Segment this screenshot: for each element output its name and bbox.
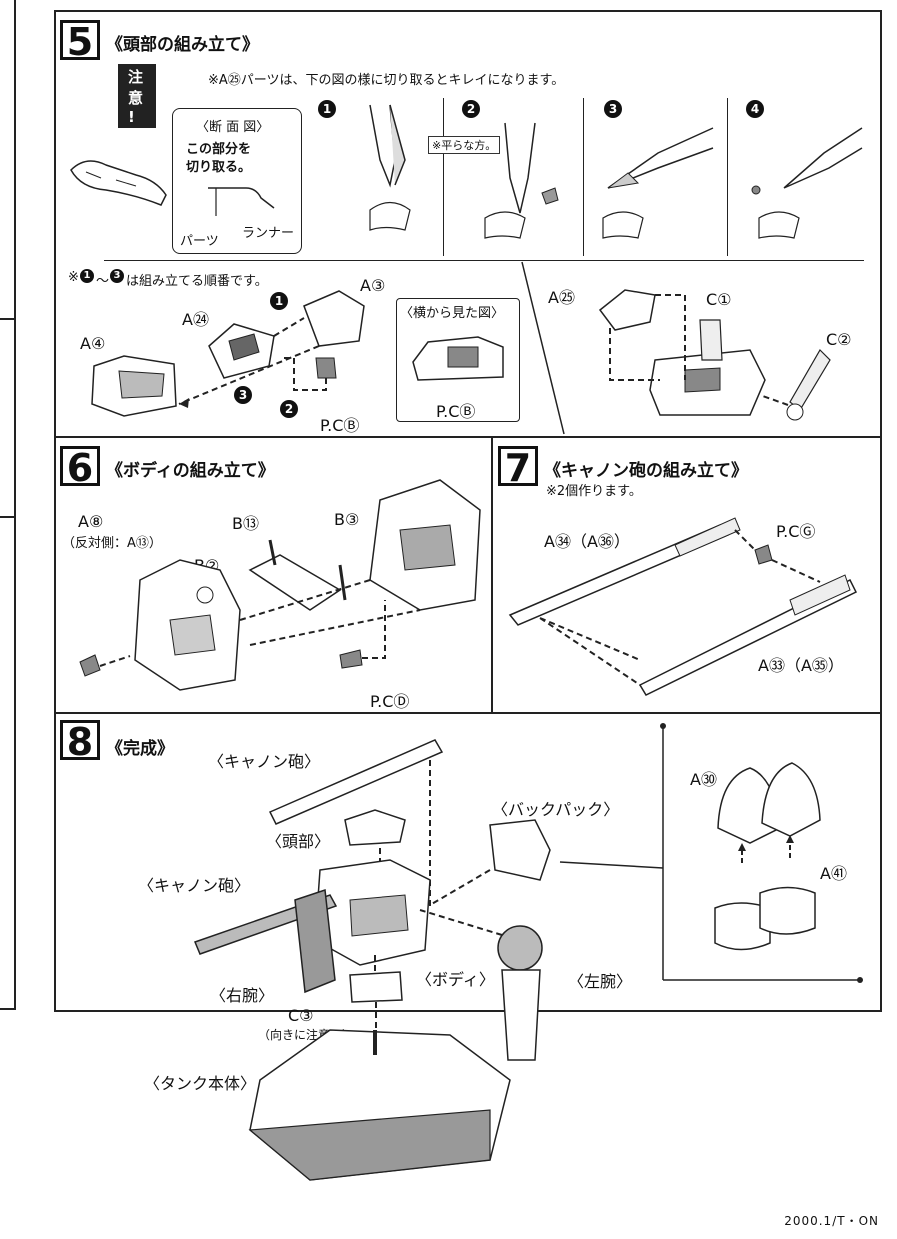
- section-title: 《頭部の組み立て》: [106, 35, 259, 55]
- label-body: 〈ボディ〉: [416, 970, 495, 989]
- inset-bracket: [559, 723, 863, 983]
- part-label-b3: B③: [334, 510, 360, 529]
- step-badge-1: 1: [318, 100, 336, 118]
- part-label-pcg: P.CⒼ: [776, 522, 816, 541]
- runner-label: ランナー: [242, 226, 295, 241]
- print-code: 2000.1/T・ON: [784, 1214, 879, 1228]
- part-label-a8: A⑧: [78, 512, 104, 531]
- part-label-a3: A③: [360, 276, 386, 295]
- step-badge-4: 4: [746, 100, 764, 118]
- step-number-8: 8: [60, 720, 100, 761]
- divider-6-7: [491, 436, 493, 714]
- opposite-side-note: （反対側：A⑬）: [62, 536, 162, 551]
- section-view-line1: この部分を: [186, 142, 252, 157]
- divider-6-8: [54, 712, 882, 714]
- completed-model-illustration: [194, 739, 551, 1181]
- section-title: 《キャノン砲の組み立て》: [544, 461, 748, 481]
- label-a41: A㊶: [820, 864, 847, 883]
- order-note-prefix: ※: [68, 270, 79, 285]
- part-label-c1: C①: [706, 290, 732, 309]
- step-number-5: 5: [60, 20, 100, 61]
- step-number-6: 6: [60, 446, 100, 487]
- step-divider: [443, 98, 444, 256]
- divider-5-inner: [104, 260, 864, 261]
- label-left-arm: 〈左腕〉: [568, 972, 633, 991]
- section-view-line2: 切り取る。: [186, 160, 252, 175]
- head-assembly-illustration: [91, 290, 365, 417]
- part-label-a4: A④: [80, 334, 106, 353]
- section-view-title: 〈断 面 図〉: [196, 120, 270, 135]
- section-title: 《完成》: [106, 739, 174, 759]
- label-right-arm: 〈右腕〉: [210, 986, 275, 1005]
- cannon-assembly-illustration: [508, 517, 858, 696]
- label-backpack: 〈バックパック〉: [492, 800, 620, 819]
- shoulder-parts-illustration: [714, 762, 821, 951]
- order-note-range: ～: [96, 274, 110, 289]
- part-label-b13: B⑬: [232, 514, 259, 533]
- nipper-illustration-3: [602, 127, 714, 239]
- part-label-a24: A㉔: [182, 310, 209, 329]
- divider-5-6: [54, 436, 882, 438]
- assembly-step-1: 1: [270, 292, 288, 310]
- step-badge-2: 2: [462, 100, 480, 118]
- cross-section-diagram: [208, 187, 275, 216]
- order-badge-start: 1: [80, 269, 94, 283]
- left-edge-line: [14, 0, 16, 1010]
- instruction-frame: [54, 10, 882, 1012]
- step-number-7: 7: [498, 446, 538, 487]
- nipper-illustration-2: [484, 122, 559, 239]
- part-label-pcb: P.CⒷ: [320, 416, 360, 435]
- flat-side-note: ※平らな方。: [428, 136, 501, 154]
- left-edge-tick: [0, 516, 16, 518]
- caution-text: ※A㉕パーツは、下の図の様に切り取るとキレイになります。: [208, 73, 565, 88]
- label-head: 〈頭部〉: [266, 832, 331, 851]
- side-view-title: 〈横から見た図〉: [400, 306, 505, 321]
- left-edge-tick: [0, 1008, 16, 1010]
- sprue-part-illustration: [70, 160, 167, 206]
- assembly-step-2: 2: [280, 400, 298, 418]
- parts-label: パーツ: [180, 234, 219, 249]
- nipper-illustration-4: [751, 127, 863, 239]
- label-cannon-left: 〈キャノン砲〉: [138, 876, 251, 895]
- label-cannon-top: 〈キャノン砲〉: [208, 752, 321, 771]
- step-divider: [727, 98, 728, 256]
- side-view-pcb: P.CⒷ: [436, 402, 476, 421]
- head-final-illustration: [598, 289, 831, 421]
- diagonal-divider: [521, 261, 565, 435]
- label-c3: C③: [288, 1006, 314, 1025]
- step-divider: [583, 98, 584, 256]
- make-two-note: ※2個作ります。: [546, 484, 642, 499]
- side-view-illustration: [412, 336, 504, 381]
- body-assembly-illustration: [79, 479, 481, 691]
- part-label-a34: A㉞（A㊱）: [544, 532, 630, 551]
- assembly-step-3: 3: [234, 386, 252, 404]
- label-a30: A㉚: [690, 770, 717, 789]
- part-label-pcd: P.CⒹ: [370, 692, 410, 711]
- section-title: 《ボディの組み立て》: [106, 461, 275, 481]
- order-badge-end: 3: [110, 269, 124, 283]
- caution-badge: 注 意 !: [118, 64, 157, 128]
- label-tank: 〈タンク本体〉: [144, 1074, 257, 1093]
- nipper-illustration-1: [369, 104, 411, 231]
- part-label-c2: C②: [826, 330, 852, 349]
- section-view-callout: [172, 108, 302, 254]
- part-label-a33: A㉝（A㉟）: [758, 656, 844, 675]
- part-label-a25: A㉕: [548, 288, 575, 307]
- step-badge-3: 3: [604, 100, 622, 118]
- left-edge-tick: [0, 318, 16, 320]
- order-note-text: は組み立てる順番です。: [126, 274, 268, 289]
